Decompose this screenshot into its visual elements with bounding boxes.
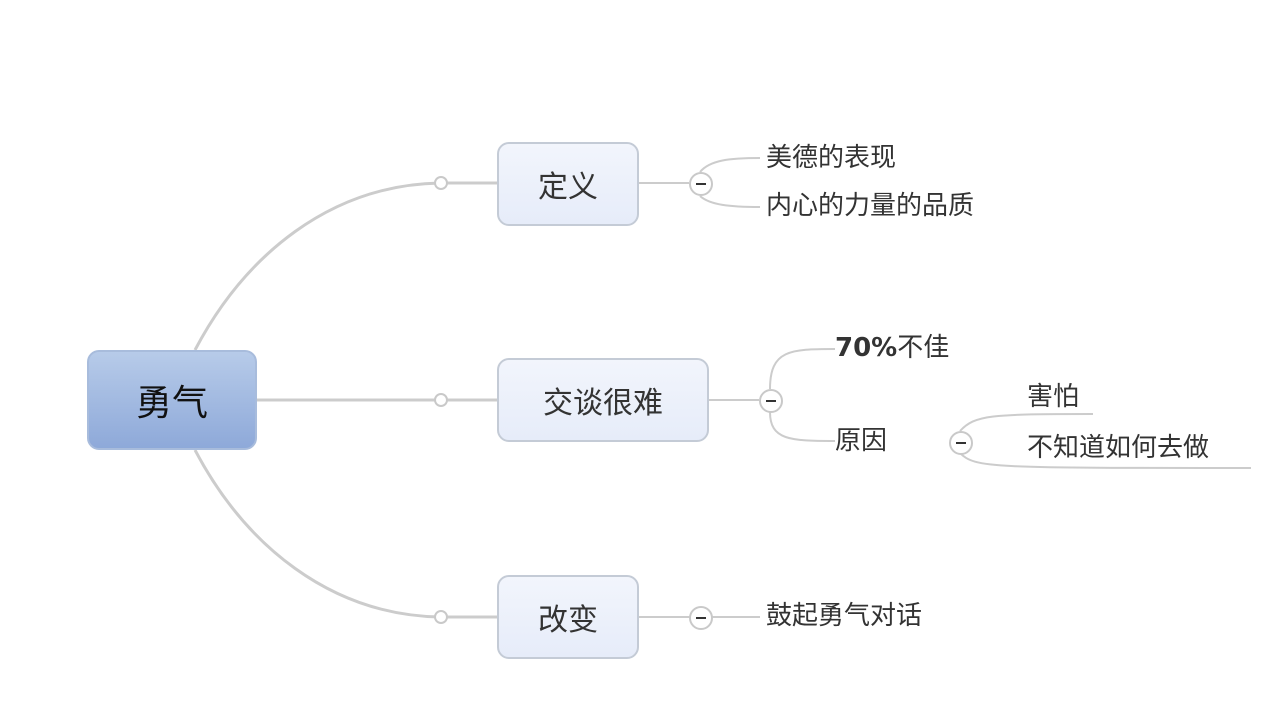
collapse-conversation-icon[interactable] <box>759 389 783 413</box>
definition-child1-line <box>699 157 761 173</box>
branch-expand-icon[interactable] <box>434 176 448 190</box>
branch-expand-icon[interactable] <box>434 393 448 407</box>
definition-child2-line <box>699 195 761 208</box>
leaf-dont-know-how[interactable]: 不知道如何去做 <box>1027 433 1210 463</box>
collapse-definition-icon[interactable] <box>689 172 713 196</box>
branch-node-conversation-difficult[interactable]: 交谈很难 <box>497 358 709 442</box>
reason-child2-line <box>959 452 1252 469</box>
collapse-change-icon[interactable] <box>689 606 713 630</box>
reason-child1-line <box>959 413 1094 432</box>
leaf-seventy-percent-poor[interactable]: 70%不佳 <box>835 335 949 361</box>
conversation-child2-line <box>769 411 836 442</box>
percent-rest: 不佳 <box>897 333 950 363</box>
branch-node-change[interactable]: 改变 <box>497 575 639 659</box>
leaf-fear[interactable]: 害怕 <box>1027 382 1080 412</box>
collapse-reason-icon[interactable] <box>949 431 973 455</box>
leaf-summon-courage-talk[interactable]: 鼓起勇气对话 <box>766 601 923 631</box>
root-node-courage[interactable]: 勇气 <box>87 350 257 450</box>
root-to-change-line <box>193 449 497 619</box>
branch-expand-icon[interactable] <box>434 610 448 624</box>
percent-value: 70% <box>835 333 898 363</box>
conversation-child1-line <box>769 348 836 390</box>
root-to-definition-line <box>193 181 497 351</box>
leaf-reason[interactable]: 原因 <box>835 426 888 456</box>
leaf-virtue-expression[interactable]: 美德的表现 <box>766 143 897 173</box>
leaf-inner-strength-quality[interactable]: 内心的力量的品质 <box>766 191 975 221</box>
branch-node-definition[interactable]: 定义 <box>497 142 639 226</box>
